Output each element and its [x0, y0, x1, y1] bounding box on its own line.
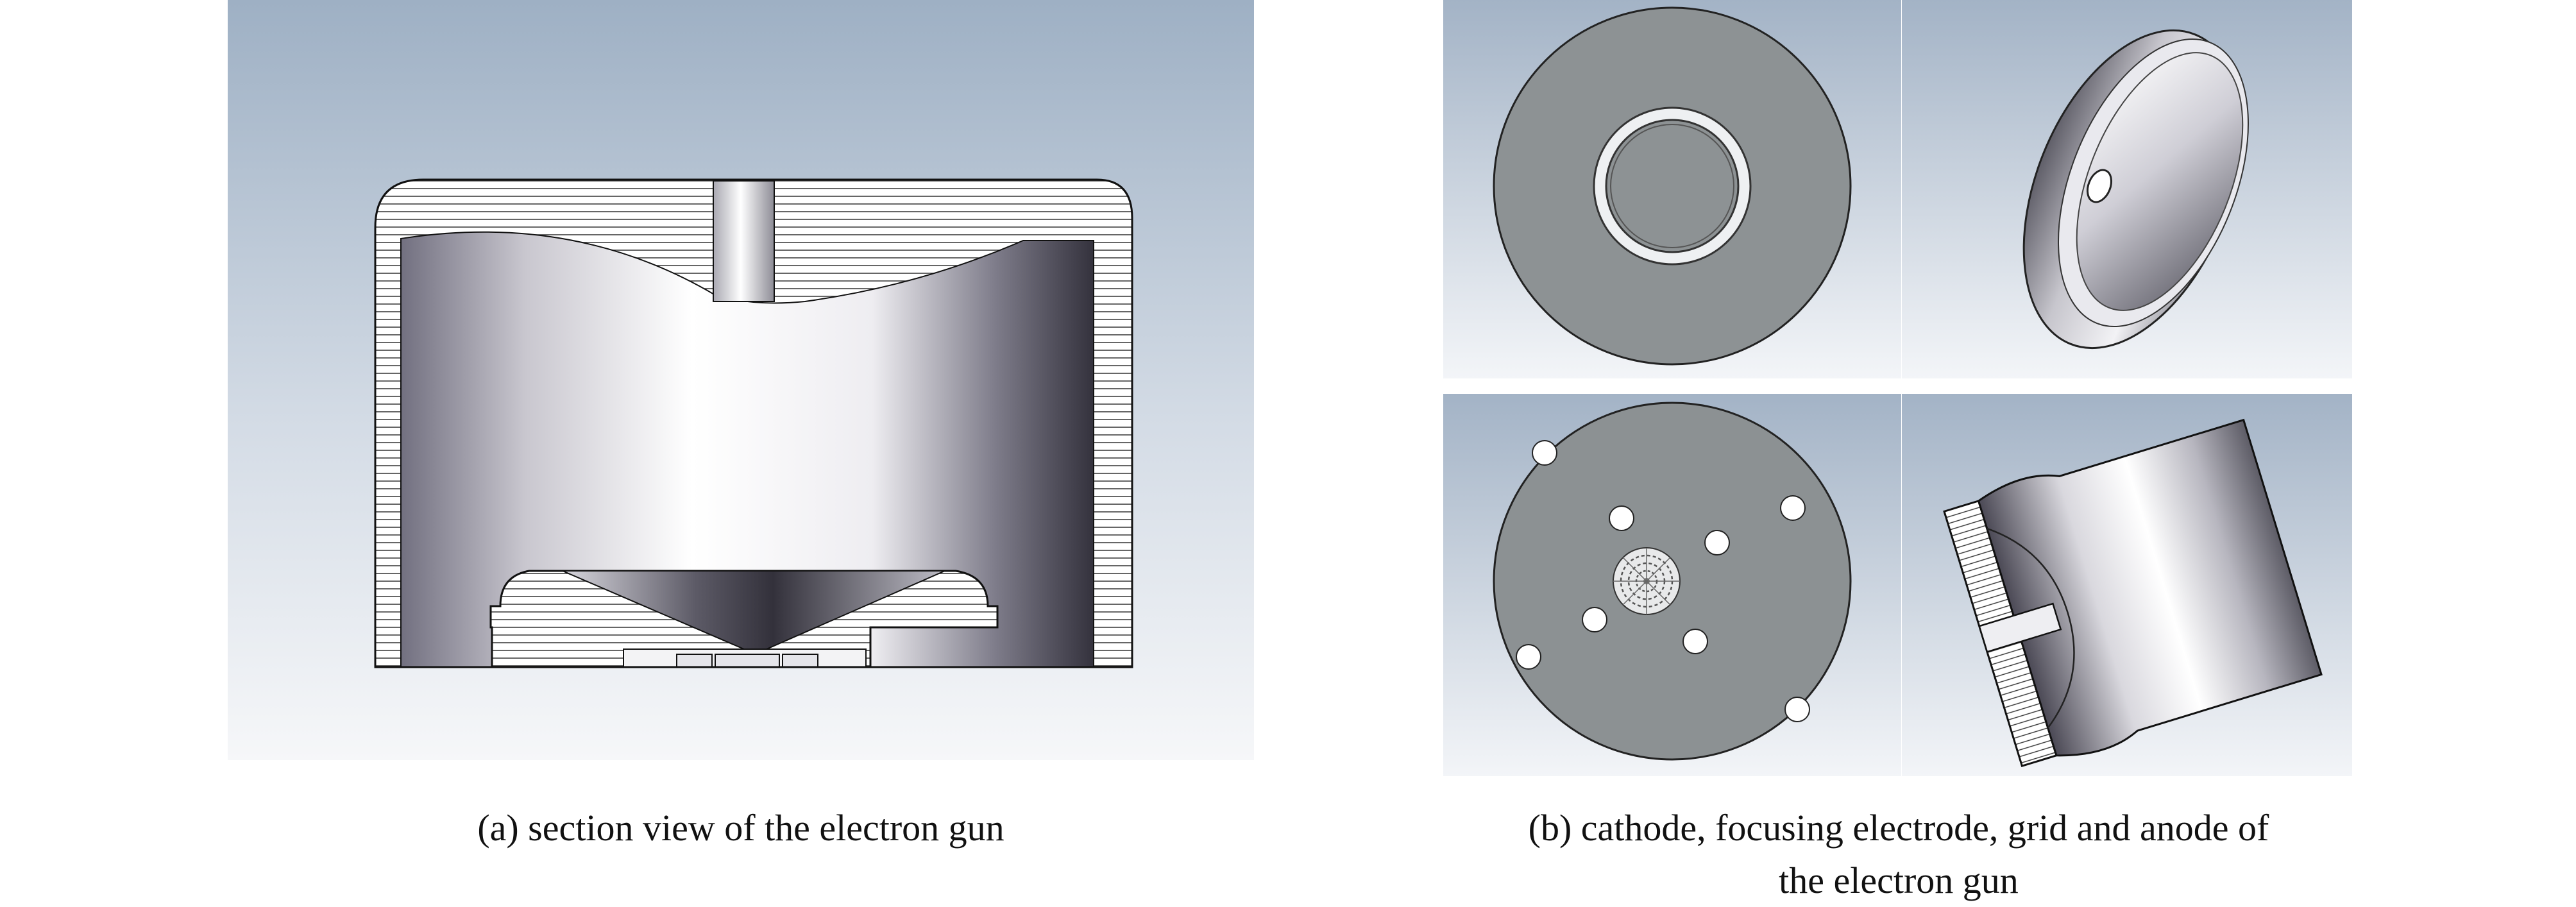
gun-grid-piece-right: [782, 654, 818, 668]
grid-hole: [1780, 495, 1806, 521]
section-view-drawing: [228, 0, 1254, 760]
grid-mesh: [1613, 547, 1681, 615]
anode-inner-profile: [1987, 527, 2075, 729]
caption-a-text: (a) section view of the electron gun: [477, 807, 1004, 849]
cathode-ring-inner: [1605, 119, 1740, 253]
caption-a: (a) section view of the electron gun: [292, 802, 1190, 854]
grid-hole: [1609, 505, 1634, 531]
grid-hole: [1704, 530, 1730, 555]
grid-hole: [1784, 697, 1810, 722]
cathode-drawing: [1443, 0, 1901, 378]
gun-grid-piece-center: [715, 654, 780, 668]
caption-b: (b) cathode, focusing electrode, grid an…: [1437, 802, 2360, 907]
cathode-emitter: [1610, 124, 1734, 248]
caption-b-line1: (b) cathode, focusing electrode, grid an…: [1528, 807, 2269, 849]
grid-drawing: [1443, 394, 1901, 776]
gun-top-bore: [713, 180, 775, 302]
anode-tile: [1902, 394, 2352, 776]
cathode-tile: [1443, 0, 1901, 378]
focusing-electrode-drawing: [1902, 0, 2352, 378]
grid-hole: [1516, 644, 1541, 670]
caption-b-line2: the electron gun: [1779, 860, 2019, 901]
gun-grid-piece-left: [676, 654, 713, 668]
grid-tile: [1443, 394, 1901, 776]
anode-drawing: [1902, 394, 2352, 776]
focusing-electrode-dish: [2076, 52, 2244, 311]
grid-hole: [1682, 629, 1708, 654]
focusing-electrode-tile: [1902, 0, 2352, 378]
anode-bore: [1978, 602, 2062, 653]
grid-hole: [1532, 440, 1557, 466]
anode-body: [1977, 418, 2323, 757]
grid-hole: [1582, 607, 1607, 632]
section-view-panel: [228, 0, 1254, 760]
focusing-electrode-aperture: [2086, 169, 2113, 203]
